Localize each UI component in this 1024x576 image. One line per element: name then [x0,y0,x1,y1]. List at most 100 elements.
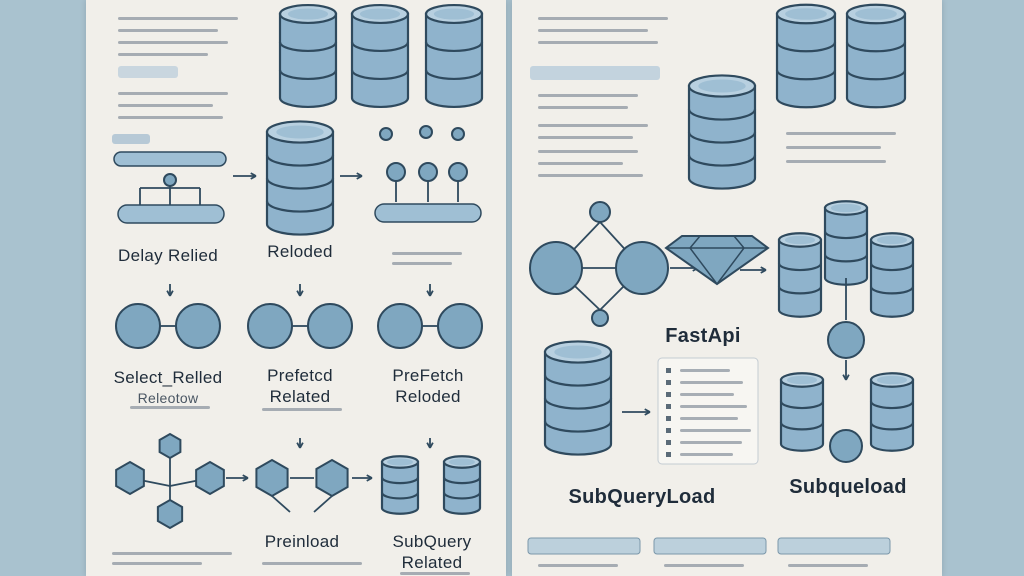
list-bullet [666,440,671,445]
node-icon [451,127,465,141]
list-bullet [666,452,671,457]
database-icon [823,200,869,286]
database-icon [845,3,907,109]
text-line [680,417,738,420]
label-delay-related: Delay Relied [118,246,218,265]
text-line [538,564,618,567]
text-line [538,174,643,177]
circle-node-icon [377,303,423,349]
text-line [400,572,470,575]
text-line [680,369,730,372]
database-icon [350,3,410,109]
text-line [664,564,744,567]
list-bullet [666,368,671,373]
circle-node-icon [115,303,161,349]
database-icon [869,372,915,452]
arrow-head-icon [426,290,434,297]
arrow-head-icon [356,172,363,180]
text-line [786,132,896,135]
list-bullet [666,380,671,385]
node-icon [591,309,609,327]
bottom-card [777,537,891,555]
label-subquery-sub: Related [401,553,463,572]
tag-shape [112,134,150,144]
text-line [262,408,342,411]
hex-node-icon [156,498,184,530]
arrow-head-icon [296,442,304,449]
tag-bar [113,151,227,167]
text-line [392,262,452,265]
node-icon [419,125,433,139]
label-prefetch: PreFetch [392,366,464,385]
node-icon [163,173,177,187]
circle-node-icon [827,321,865,359]
text-line [538,94,638,97]
text-line [680,453,733,456]
arrow-head-icon [296,290,304,297]
label-subqueryload: SubQueryLoad [568,486,716,508]
circle-node-icon [437,303,483,349]
database-icon [380,455,420,515]
text-line [118,17,238,20]
diamond-icon [664,235,770,286]
arrow-head-icon [426,442,434,449]
arrow-head-icon [644,408,651,416]
node-icon [386,162,406,182]
text-line [786,160,886,163]
text-line [538,162,623,165]
connector-line [313,495,333,513]
label-prefetched: Prefetcd [267,366,333,385]
label-subquery: SubQuery [392,532,472,551]
text-line [538,124,648,127]
bottom-card [527,537,641,555]
text-line [538,106,628,109]
label-subqueload: Subqueload [789,476,907,498]
text-line [538,17,668,20]
node-icon [379,127,393,141]
text-line [112,552,232,555]
arrow-head-icon [760,266,767,274]
hex-node-icon [115,460,145,496]
text-line [118,92,228,95]
arrow-head-icon [842,374,850,381]
text-line [538,29,648,32]
text-line [130,406,210,409]
text-line [538,136,633,139]
connector-line [271,495,291,513]
database-icon [424,3,484,109]
arrow-head-icon [366,474,373,482]
arrow-head-icon [166,290,174,297]
hex-node-icon [315,458,349,498]
label-select-related-sub: Releotow [137,390,199,406]
circle-node-icon [829,429,863,463]
circle-node-icon [307,303,353,349]
database-icon [775,3,837,109]
label-preinload: Preinload [264,532,340,551]
text-line [112,562,202,565]
text-line [680,441,742,444]
list-card [657,357,759,465]
tree-base-bar [117,204,225,224]
text-line [538,41,658,44]
text-line [118,41,228,44]
label-prefetched-sub: Related [269,387,331,406]
text-line [680,405,747,408]
hex-node-icon [195,460,225,496]
node-icon [448,162,468,182]
text-line [118,116,223,119]
database-icon [777,232,823,318]
circle-node-icon [615,241,669,295]
circle-node-icon [529,241,583,295]
label-prefetch-sub: Reloded [395,387,461,406]
label-fastapi: FastApi [665,325,741,347]
hex-node-icon [158,432,182,460]
text-line [538,150,638,153]
arrow-head-icon [242,474,249,482]
database-icon [442,455,482,515]
circle-node-icon [175,303,221,349]
tag-shape [530,66,660,80]
text-line [786,146,881,149]
node-icon [589,201,611,223]
hex-node-icon [255,458,289,498]
